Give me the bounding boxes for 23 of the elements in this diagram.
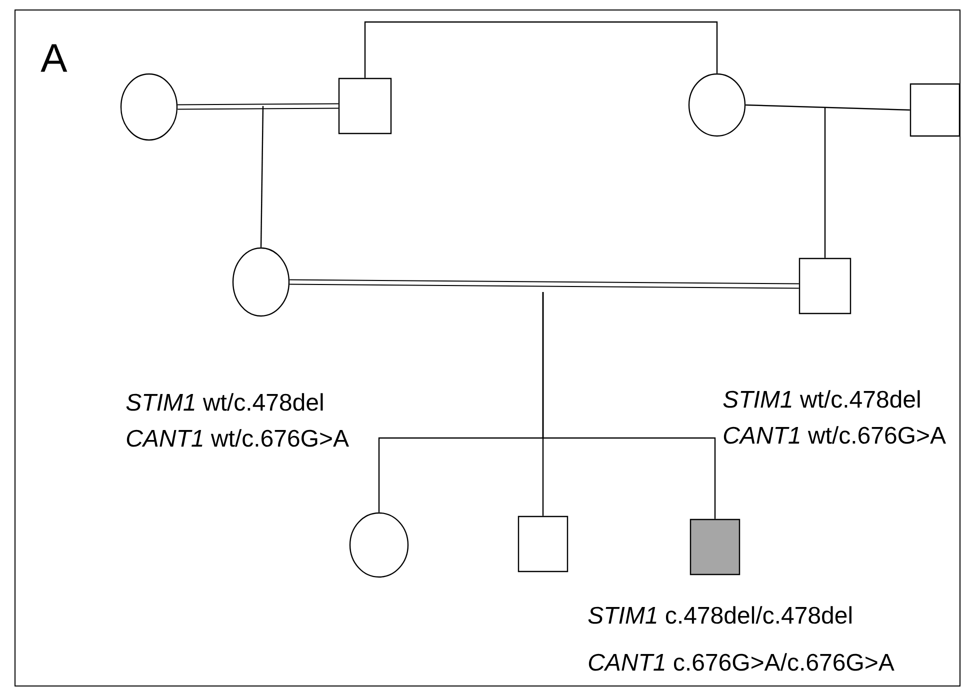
marriage-line xyxy=(290,279,799,289)
sibling-line xyxy=(364,21,718,78)
genotype-label: CANT1 c.676G>A/c.676G>A xyxy=(588,653,894,671)
female-circle xyxy=(232,247,290,317)
descent-line xyxy=(260,106,264,248)
genotype-label: STIM1 wt/c.478del xyxy=(126,393,323,411)
male-square xyxy=(518,516,568,572)
female-circle xyxy=(349,512,409,578)
descent-line xyxy=(542,292,716,519)
male-square xyxy=(910,83,960,137)
male-square xyxy=(338,78,392,134)
marriage-line xyxy=(746,104,910,111)
genotype-label: STIM1 wt/c.478del xyxy=(723,390,920,408)
marriage-line xyxy=(178,103,338,110)
descent-line xyxy=(824,108,826,258)
genotype-label: CANT1 wt/c.676G>A xyxy=(724,426,946,444)
genotype-label: STIM1 c.478del/c.478del xyxy=(588,606,852,624)
female-circle xyxy=(688,73,746,137)
female-circle xyxy=(120,73,178,141)
genotype-label: CANT1 wt/c.676G>A xyxy=(126,429,349,447)
male-square xyxy=(798,258,852,314)
affected-male-square xyxy=(690,518,740,576)
panel-letter: A xyxy=(40,44,68,72)
